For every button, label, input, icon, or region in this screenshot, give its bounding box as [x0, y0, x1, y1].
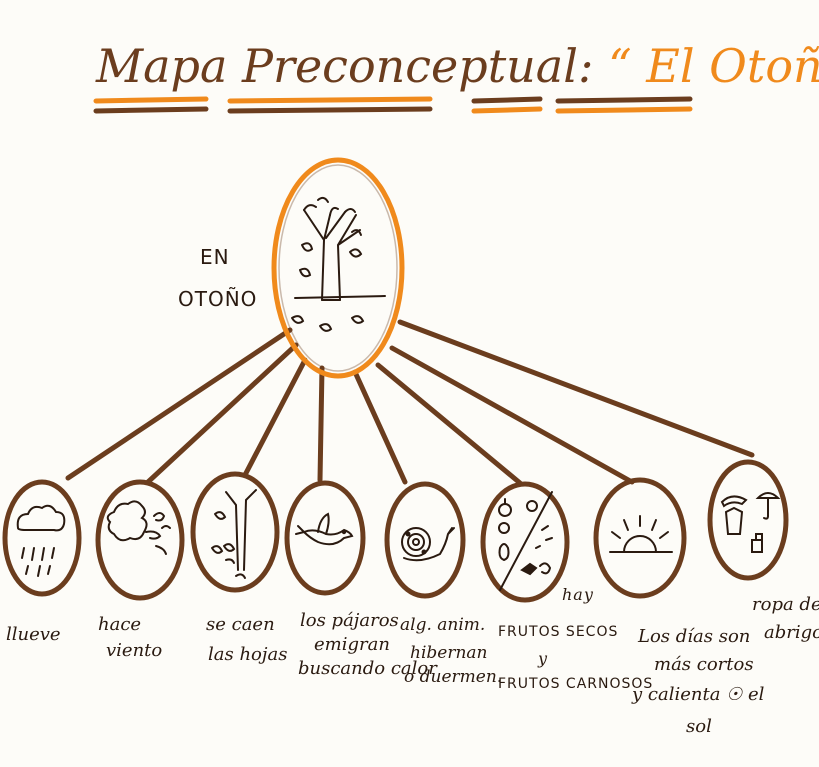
node-3-line-2: las hojas — [208, 644, 287, 665]
node-3-line-1: se caen — [206, 614, 275, 635]
connector-3 — [245, 360, 305, 475]
tree-with-falling-leaves-icon — [292, 198, 385, 331]
node-6-line-2: FRUTOS SECOS — [498, 624, 618, 640]
node-2-line-2: viento — [106, 640, 162, 661]
node-5-line-2: hibernan — [410, 643, 488, 663]
title-highlight: El Otoño — [645, 39, 819, 93]
center-label-line2: OTOÑO — [178, 287, 257, 311]
center-label-line1: EN — [200, 245, 230, 269]
node-7-line-4: sol — [686, 716, 712, 737]
title-underlines — [96, 99, 690, 111]
sunset-icon — [610, 516, 672, 552]
node-2-line-1: hace — [98, 614, 141, 635]
node-1: llueve — [5, 482, 79, 645]
svg-text:ropa de abrigo: ropa de abrigo — [752, 594, 819, 643]
node-7-line-3: y calienta ☉ el — [631, 684, 765, 705]
svg-text:hace viento: hace viento — [98, 614, 162, 661]
node-7-line-2: más cortos — [654, 654, 754, 675]
snail-icon — [402, 528, 454, 560]
connector-8 — [400, 322, 752, 455]
node-6-line-4: FRUTOS CARNOSOS — [498, 676, 653, 692]
bird-icon — [296, 514, 352, 544]
svg-text:se caen las hojas: se caen las hojas — [206, 614, 287, 665]
svg-text:alg. anim. hibernan: alg. anim. hibernan o duermen. — [400, 615, 502, 687]
node-1-line-1: llueve — [6, 624, 61, 645]
node-5-line-3: o duermen. — [404, 667, 502, 687]
node-6-line-3: y — [537, 649, 548, 668]
node-4-line-1: los pájaros — [300, 610, 399, 631]
node-7: Los días son más cortos y calienta ☉ el … — [596, 480, 770, 737]
node-2: hace viento — [98, 482, 182, 661]
connectors — [68, 322, 752, 483]
rain-cloud-icon — [18, 506, 65, 576]
node-6-line-1: hay — [562, 585, 594, 604]
node-5-line-1: alg. anim. — [400, 615, 485, 635]
connector-2 — [148, 345, 296, 482]
wind-face-icon — [108, 501, 170, 554]
node-7-line-1: Los días son — [637, 626, 750, 647]
connector-5 — [355, 372, 405, 482]
node-3: se caen las hojas — [193, 474, 287, 665]
svg-text:Mapa Preconceptual: “: Mapa Preconceptual: “ El Otoño ” — [95, 39, 819, 93]
connector-4 — [320, 368, 322, 480]
fruits-icon — [499, 492, 552, 590]
connector-7 — [392, 348, 632, 482]
node-8: ropa de abrigo — [710, 462, 819, 643]
node-8-line-1: ropa de — [752, 594, 819, 615]
node-4-line-2: emigran — [314, 634, 390, 655]
title-open-quote: “ — [608, 39, 632, 93]
falling-leaves-tree-icon — [212, 490, 256, 578]
title-prefix: Mapa Preconceptual: — [95, 39, 593, 93]
warm-clothes-icon — [722, 493, 778, 552]
node-8-line-2: abrigo — [764, 622, 819, 643]
node-6: hay FRUTOS SECOS y FRUTOS CARNOSOS — [483, 484, 653, 692]
title: Mapa Preconceptual: “ El Otoño ” — [95, 39, 819, 111]
node-5: alg. anim. hibernan o duermen. — [387, 484, 502, 687]
svg-text:llueve: llueve — [6, 624, 61, 645]
center-node: EN OTOÑO — [178, 160, 402, 376]
